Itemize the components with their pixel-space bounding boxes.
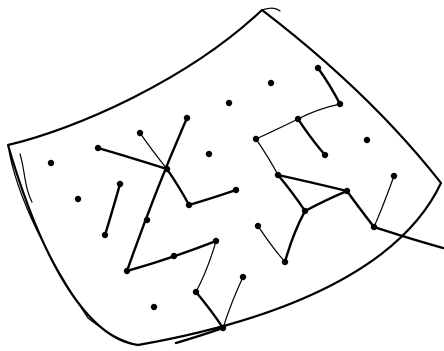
connection-line [189,190,236,205]
connection-lines [98,68,443,343]
connection-line [347,191,374,227]
grid-dot [268,80,274,86]
connection-line [298,119,325,155]
grid-dot [226,100,232,106]
connection-line [105,184,120,235]
grid-dot [240,274,246,280]
connection-line [298,104,340,119]
dot-grid [48,65,397,331]
grid-dot [213,238,219,244]
grid-dot [102,232,108,238]
grid-dot [344,188,350,194]
grid-dot [295,116,301,122]
connection-line [196,292,223,328]
grid-dot [48,160,54,166]
grid-dot [302,208,308,214]
grid-dot [315,65,321,71]
connection-line [256,139,278,175]
connection-line [374,176,394,227]
grid-dot [322,152,328,158]
grid-dot [95,145,101,151]
grid-dot [193,289,199,295]
grid-dot [233,187,239,193]
grid-dot [220,325,226,331]
grid-dot [171,253,177,259]
grid-dot [144,217,150,223]
connection-line [305,191,347,211]
grid-dot [391,173,397,179]
connection-line [256,119,298,139]
grid-dot [206,151,212,157]
grid-dot [371,224,377,230]
connection-line [167,169,189,205]
grid-dot [137,130,143,136]
grid-dot [75,196,81,202]
grid-dot [164,166,170,172]
grid-dot [282,259,288,265]
grid-dot [275,172,281,178]
connection-line [258,226,285,262]
grid-dot [151,304,157,310]
grid-dot [337,101,343,107]
grid-dot [186,202,192,208]
grid-dot [255,223,261,229]
connection-line [98,148,167,169]
grid-dot [253,136,259,142]
grid-dot [184,115,190,121]
connection-line [127,118,187,271]
sheet-outline [8,8,441,345]
grid-dot [124,268,130,274]
grid-dot [117,181,123,187]
grid-dot [364,137,370,143]
connection-line [285,211,305,262]
